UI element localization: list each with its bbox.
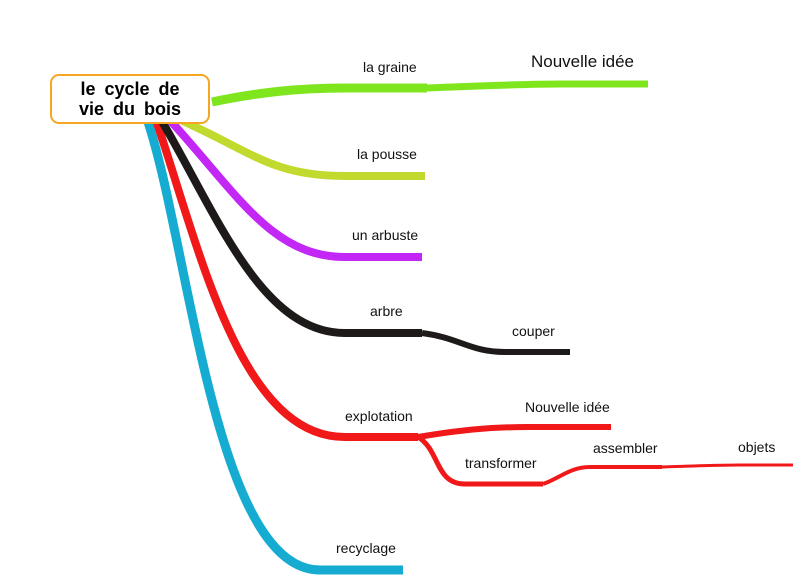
label-arbuste[interactable]: un arbuste bbox=[352, 227, 419, 243]
label-recyclage[interactable]: recyclage bbox=[336, 540, 396, 556]
label-objets[interactable]: objets bbox=[738, 439, 776, 455]
branch-objets bbox=[661, 463, 793, 469]
label-arbre[interactable]: arbre bbox=[370, 303, 403, 319]
branch-transformer bbox=[416, 434, 543, 487]
branch-couper bbox=[421, 330, 570, 355]
central-topic[interactable]: le cycle de vie du bois bbox=[50, 74, 210, 124]
branch-nouvelle-idee-2 bbox=[417, 424, 611, 440]
label-pousse[interactable]: la pousse bbox=[357, 146, 417, 162]
branch-arbre bbox=[156, 115, 422, 337]
branch-pousse bbox=[174, 114, 425, 180]
label-nouvelle-idee-2[interactable]: Nouvelle idée bbox=[525, 399, 610, 415]
label-couper[interactable]: couper bbox=[512, 323, 555, 339]
label-graine[interactable]: la graine bbox=[363, 59, 417, 75]
branch-nouvelle-idee-1 bbox=[426, 80, 648, 92]
central-topic-label: le cycle de vie du bois bbox=[78, 79, 182, 119]
branch-arbuste bbox=[163, 113, 422, 261]
label-nouvelle-idee-1[interactable]: Nouvelle idée bbox=[531, 52, 635, 71]
branch-explotation bbox=[152, 118, 418, 441]
label-transformer[interactable]: transformer bbox=[465, 455, 537, 471]
label-explotation[interactable]: explotation bbox=[345, 408, 413, 424]
branch-assembler bbox=[542, 465, 662, 486]
branch-graine bbox=[211, 83, 427, 107]
label-assembler[interactable]: assembler bbox=[593, 440, 658, 456]
branch-recyclage bbox=[143, 120, 403, 575]
